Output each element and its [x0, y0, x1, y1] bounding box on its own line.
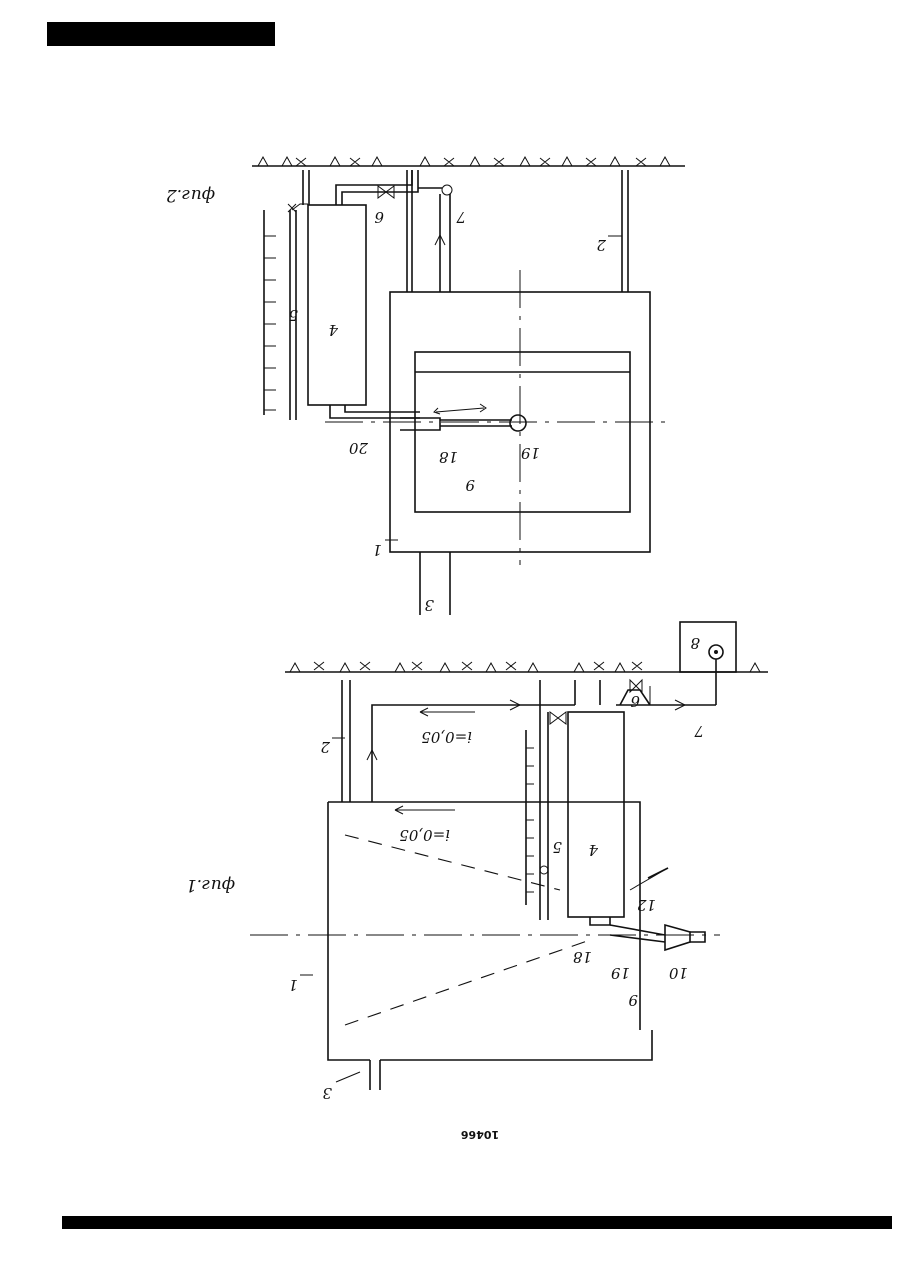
fig1-label-2: 2: [320, 738, 331, 756]
fig1-label-8: 8: [690, 634, 700, 652]
fig1-well-8: [680, 622, 736, 672]
fig1-label-4: 4: [588, 841, 599, 859]
fig1-tank: [328, 802, 652, 1060]
fig1-slope-top: i=0,05: [421, 728, 472, 746]
fig1-ground: [285, 662, 768, 672]
fig1-label-12: 12: [637, 896, 656, 914]
fig1-label-10: 10: [668, 964, 688, 982]
fig1-slope-inner: i=0,05: [399, 826, 450, 844]
fig1-label-7: 7: [694, 722, 704, 740]
fig1-label-5: 5: [552, 838, 562, 856]
fig1-label-18: 18: [573, 948, 592, 966]
fig1-label-3: 3: [322, 1084, 332, 1102]
fig1-caption: фиг.1: [186, 875, 235, 895]
fig1-label-19: 19: [610, 964, 630, 982]
fig1-label-6: 6: [630, 692, 640, 710]
fig1-label-9: 9: [628, 991, 638, 1009]
fig1-column-4: [568, 712, 624, 917]
fig1-label-1: 1: [288, 976, 298, 994]
